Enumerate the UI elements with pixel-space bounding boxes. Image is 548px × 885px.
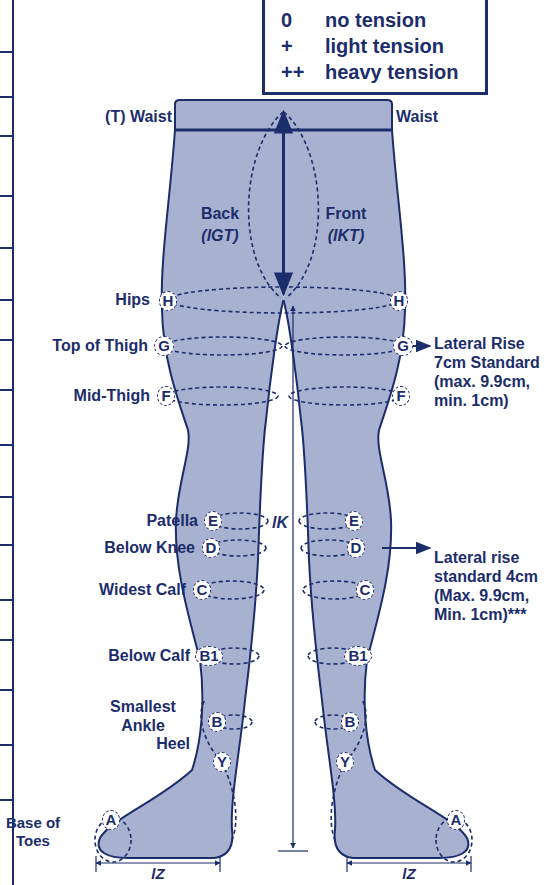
note-text: Lateral Rise 7cm Standard (max. 9.9cm, m…	[434, 334, 542, 411]
measure-point-letter: Y	[336, 752, 354, 772]
measure-point-letter: F	[157, 386, 174, 406]
measure-label: Below Calf	[108, 646, 190, 665]
measure-point-letter: A	[447, 810, 466, 830]
measure-point-letter: Y	[213, 752, 231, 772]
measure-point-letter: G	[393, 336, 413, 356]
tension-text: heavy tension	[325, 60, 469, 84]
length-arrow	[282, 112, 285, 294]
measure-label: Patella	[146, 511, 198, 530]
tension-text: light tension	[325, 34, 469, 58]
measure-point-letter: F	[392, 386, 409, 406]
measure-point-letter: B1	[344, 646, 371, 666]
measure-label: lZ	[151, 865, 164, 883]
tights-half	[95, 130, 284, 862]
measure-label: lK	[272, 513, 288, 532]
measure-lines	[169, 112, 399, 313]
measure-label: Top of Thigh	[52, 336, 148, 355]
measure-point-letter: E	[204, 511, 222, 531]
lateral-arrow	[382, 346, 430, 548]
measure-label: Front	[326, 204, 367, 223]
measure-label: Heel	[156, 734, 190, 753]
measure-label: Back	[201, 204, 239, 223]
measure-label: Hips	[115, 290, 150, 309]
note-text: Smallest Ankle	[105, 697, 181, 735]
inseam-dimension	[278, 306, 308, 851]
measure-label: Widest Calf	[99, 580, 186, 599]
note-text: Base of Toes	[2, 814, 64, 850]
measure-label: lZ	[402, 865, 415, 883]
measure-label: (lKT)	[328, 226, 364, 245]
measure-label: Below Knee	[104, 538, 195, 557]
tension-symbol: 0	[281, 8, 325, 32]
measure-label: Mid-Thigh	[74, 386, 150, 405]
measure-point-letter: E	[345, 511, 363, 531]
tension-symbol: +	[281, 34, 325, 58]
table-rule	[0, 0, 13, 885]
measure-label: Waist	[396, 107, 438, 126]
measure-point-letter: G	[154, 336, 174, 356]
tension-text: no tension	[325, 8, 469, 32]
legend-box: 0no tension+light tension++heavy tension	[262, 0, 488, 95]
measure-label: (lGT)	[201, 226, 238, 245]
measure-point-letter: B1	[195, 646, 222, 666]
measure-label: (T) Waist	[105, 107, 172, 126]
tension-symbol: ++	[281, 60, 325, 84]
note-text: Lateral rise standard 4cm (Max. 9.9cm, M…	[434, 548, 542, 625]
